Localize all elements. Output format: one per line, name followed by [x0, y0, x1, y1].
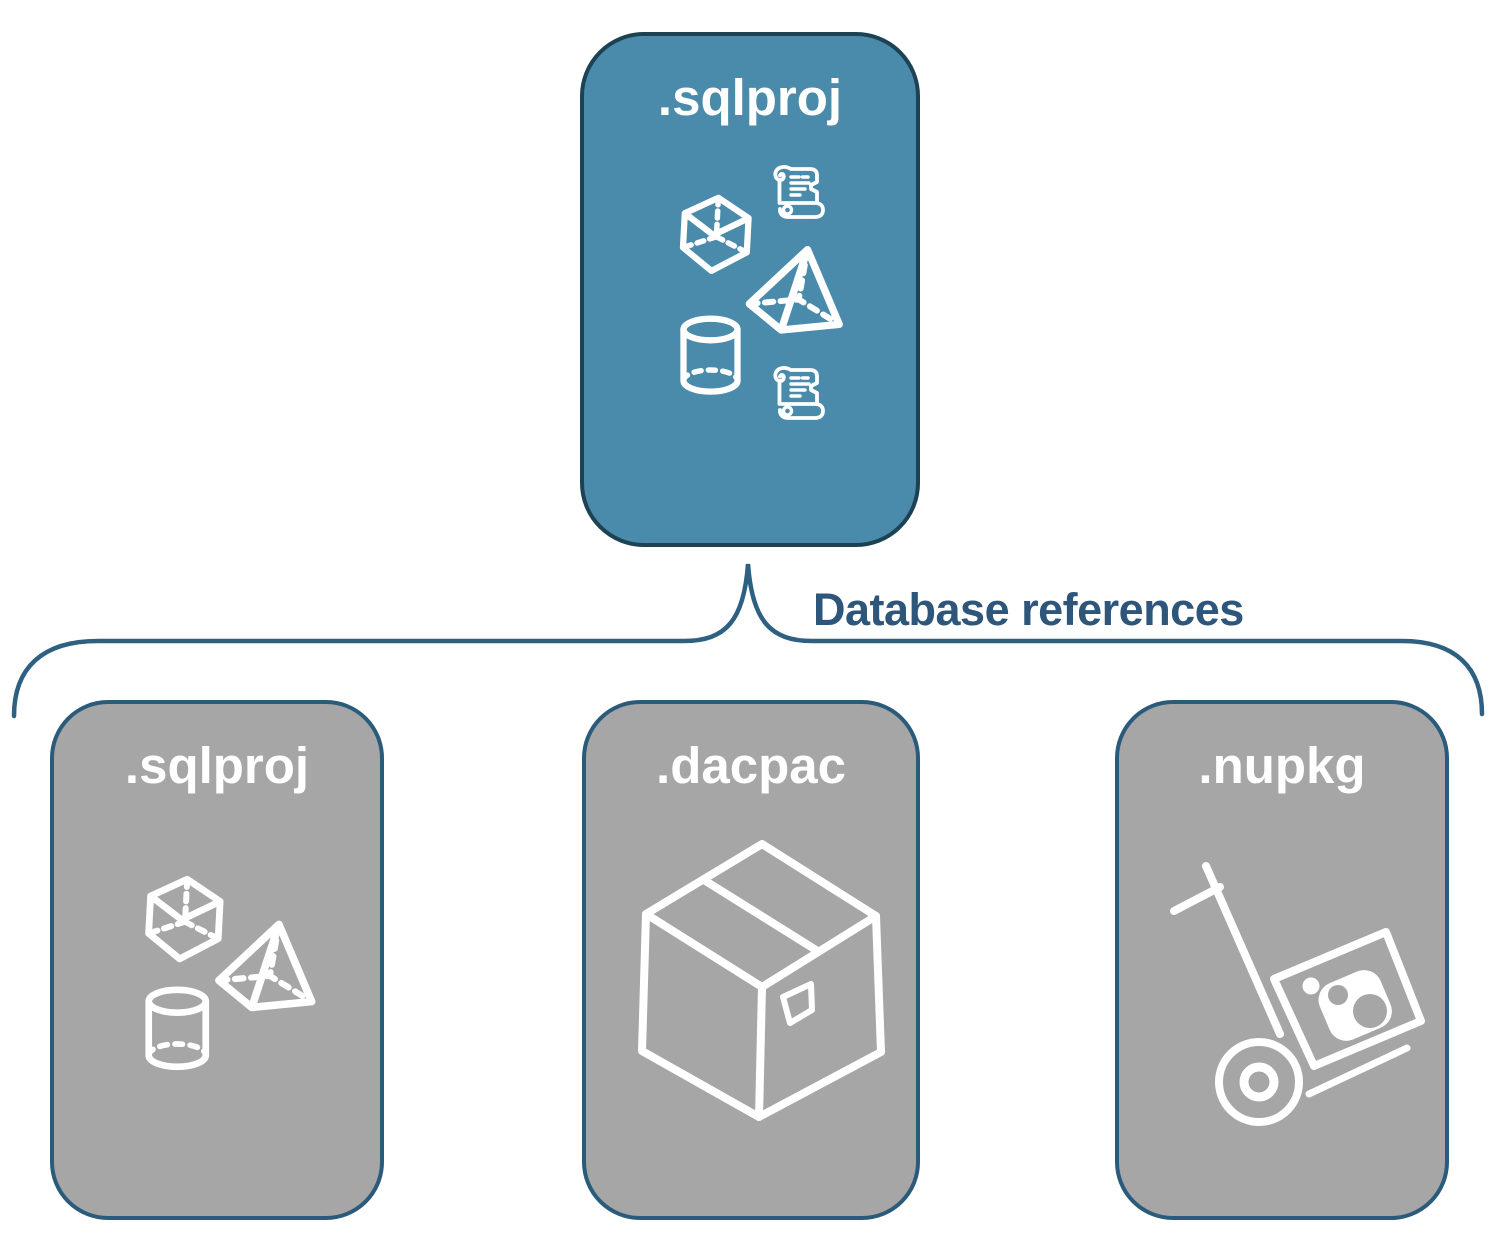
wheel-hub	[1239, 1062, 1279, 1102]
script-scroll-icon	[773, 165, 825, 219]
nuget-logo	[1302, 970, 1392, 1041]
sql-project-objects-icons	[679, 165, 843, 420]
nuget-hand-truck-icon	[1170, 862, 1425, 1126]
node-child-sqlproj: .sqlproj	[50, 700, 384, 1220]
package-outline	[1270, 928, 1425, 1070]
brace-path	[11, 563, 1485, 719]
hand-truck-frame	[1202, 862, 1284, 1038]
box-label	[780, 981, 815, 1026]
database-references-label: Database references	[813, 584, 1244, 635]
node-child-dacpac: .dacpac	[582, 700, 920, 1220]
node-root-sqlproj: .sqlproj	[580, 32, 920, 547]
package-box-icon	[638, 840, 885, 1121]
cube-icon	[145, 875, 224, 963]
hand-truck-grip	[1170, 883, 1224, 915]
pyramid-icon	[745, 245, 843, 334]
database-cylinder-icon	[145, 986, 210, 1071]
pyramid-icon	[215, 920, 316, 1012]
box-lid-crease	[700, 876, 820, 954]
node-child-nupkg: .nupkg	[1115, 700, 1449, 1220]
wheel-icon	[1215, 1038, 1303, 1126]
child-node-title: .sqlproj	[124, 737, 310, 794]
sql-project-objects-icons	[145, 875, 316, 1071]
script-scroll-icon	[773, 366, 825, 420]
hand-truck-toe-plate	[1305, 1044, 1411, 1098]
child-node-title: .dacpac	[656, 737, 846, 794]
root-node-title: .sqlproj	[657, 69, 843, 126]
database-cylinder-icon	[680, 315, 741, 395]
cube-icon	[679, 194, 752, 274]
child-node-title: .nupkg	[1198, 737, 1366, 794]
